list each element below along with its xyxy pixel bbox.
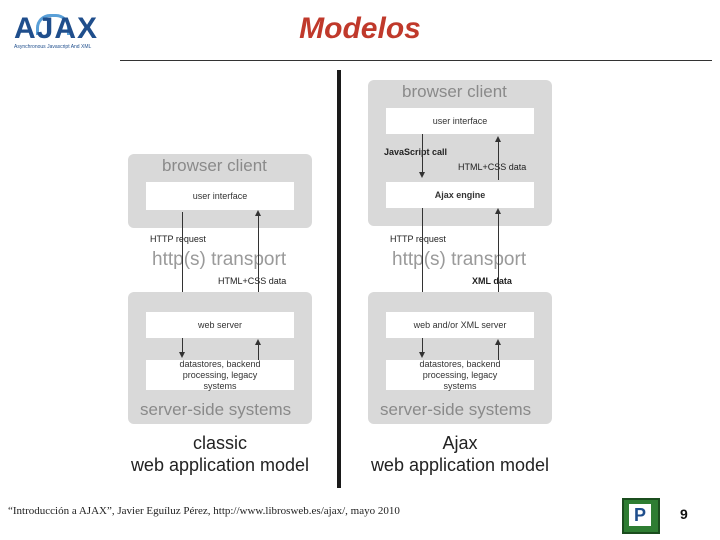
ajax-xml-data-label: XML data (472, 276, 512, 286)
ajax-transport-label: http(s) transport (392, 249, 527, 270)
classic-server-down-arrow (182, 338, 183, 354)
ajax-caption-line1: Ajax (442, 433, 478, 453)
classic-caption-line1: classic (192, 433, 247, 453)
logo-swoosh-icon (36, 14, 70, 35)
classic-caption: classic web application model (118, 432, 322, 476)
classic-datastores: datastores, backend processing, legacy s… (146, 359, 294, 391)
publisher-logo-icon: P (622, 498, 660, 534)
arrow-up-icon (495, 339, 501, 345)
classic-request-arrow (182, 212, 183, 304)
ajax-response-arrow (498, 214, 499, 310)
classic-server-up-arrow (258, 344, 259, 360)
arrow-up-icon (255, 339, 261, 345)
ajax-logo (10, 8, 106, 54)
arrow-down-icon (419, 172, 425, 178)
classic-user-interface: user interface (146, 182, 294, 210)
ajax-web-server: web and/or XML server (386, 312, 534, 338)
title-rule (120, 60, 712, 61)
ajax-http-request-label: HTTP request (390, 234, 446, 244)
ajax-html-css-label: HTML+CSS data (458, 162, 527, 172)
ajax-datastores: datastores, backend processing, legacy s… (386, 359, 534, 391)
ajax-js-call-arrow (422, 134, 423, 174)
slide-title: Modelos (299, 12, 421, 45)
classic-web-server: web server (146, 312, 294, 338)
logo-subtitle: Asynchronous Javascript And XML (14, 44, 92, 50)
footer-citation: “Introducción a AJAX”, Javier Eguíluz Pé… (8, 505, 400, 517)
classic-caption-line2: web application model (130, 455, 310, 475)
ajax-server-heading: server-side systems (380, 400, 532, 419)
classic-html-css-label: HTML+CSS data (218, 276, 287, 286)
arrow-up-icon (495, 208, 501, 214)
arrow-down-icon (419, 352, 425, 358)
model-divider (337, 70, 341, 488)
classic-browser-heading: browser client (162, 156, 267, 175)
page-number: 9 (680, 506, 688, 522)
classic-server-heading: server-side systems (140, 400, 292, 419)
ajax-request-arrow (422, 208, 423, 304)
ajax-caption-line2: web application model (370, 455, 550, 475)
ajax-caption: Ajax web application model (358, 432, 562, 476)
ajax-engine: Ajax engine (386, 182, 534, 208)
arrow-up-icon (495, 136, 501, 142)
arrow-up-icon (255, 210, 261, 216)
classic-transport-label: http(s) transport (152, 249, 287, 270)
classic-response-arrow (258, 216, 259, 310)
ajax-server-down-arrow (422, 338, 423, 354)
ajax-html-data-arrow (498, 142, 499, 180)
ajax-javascript-call-label: JavaScript call (384, 147, 448, 157)
ajax-server-up-arrow (498, 344, 499, 360)
arrow-down-icon (179, 352, 185, 358)
ajax-browser-heading: browser client (402, 82, 507, 101)
classic-http-request-label: HTTP request (150, 234, 206, 244)
publisher-logo-mark: P (629, 504, 651, 526)
logo-text: AJAX (14, 12, 99, 45)
ajax-user-interface: user interface (386, 108, 534, 134)
